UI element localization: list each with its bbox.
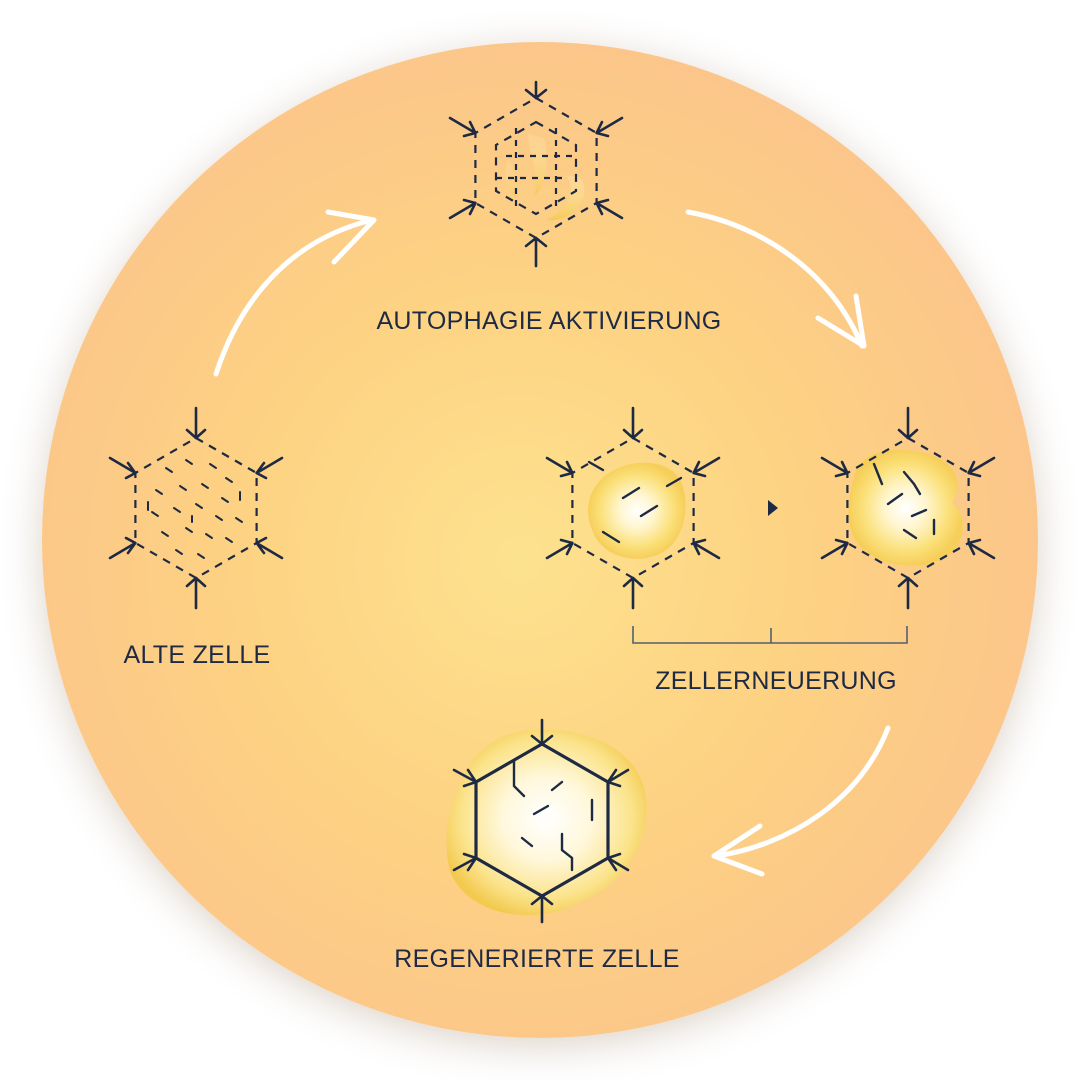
autophagy-spokes (448, 80, 624, 268)
arrow-old-to-autophagy (213, 209, 377, 377)
old-cell-spokes (108, 406, 284, 610)
autophagy-icon (448, 80, 624, 268)
label-regenerated: REGENERIERTE ZELLE (394, 945, 680, 973)
renewal-cell-right (820, 406, 996, 610)
old-cell-fragments (147, 459, 243, 559)
regenerated-cell-icon (446, 718, 647, 924)
autophagy-inner-dashes (496, 128, 576, 208)
label-old-cell: ALTE ZELLE (123, 641, 271, 669)
label-renewal: ZELLERNEUERUNG (655, 667, 897, 695)
renewal-bracket (632, 626, 908, 644)
renewal-cell-left (545, 406, 721, 610)
arrow-autophagy-to-renewal (685, 209, 867, 349)
arrow-renewal-to-regenerated (711, 725, 891, 877)
label-autophagy: AUTOPHAGIE AKTIVIERUNG (376, 307, 722, 335)
old-cell-icon (108, 406, 284, 610)
renewal-connector-arrow-icon (768, 500, 778, 516)
